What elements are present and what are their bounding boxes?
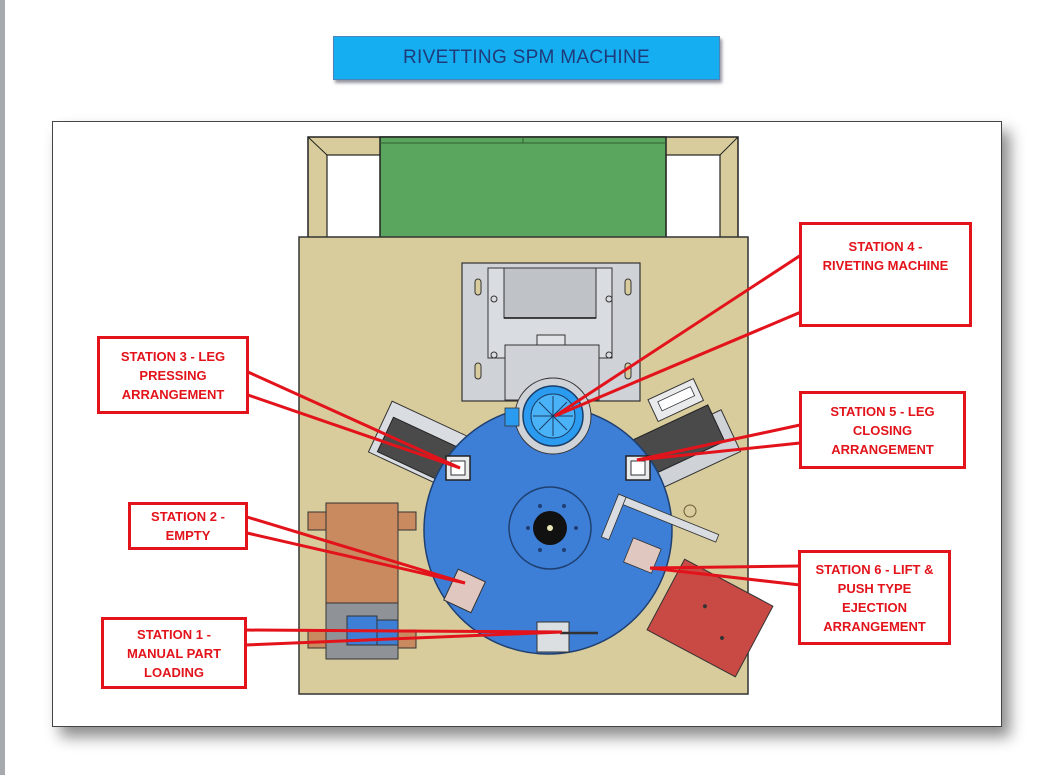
leader-station-4-b	[554, 310, 802, 418]
leader-station-2-b	[246, 531, 466, 585]
guard-opening-right	[665, 154, 721, 239]
callout-station-4-line-2: RIVETING MACHINE	[822, 258, 949, 273]
guard-opening-left	[326, 154, 382, 239]
callout-station-1-line-2: MANUAL PART	[126, 645, 222, 661]
left-window-edge	[0, 0, 5, 775]
riveting-motor	[504, 377, 592, 455]
callout-station-3-line-2: PRESSING	[139, 367, 207, 383]
leader-station-3-a	[247, 370, 461, 470]
callout-leader-lines	[244, 253, 802, 647]
leader-station-1-a	[244, 628, 563, 634]
callout-station-5-line-1: STATION 5 - LEG	[830, 403, 935, 419]
station-6-ejector	[600, 493, 720, 574]
callout-station-2-line-2: EMPTY	[165, 528, 211, 543]
hub-bolts	[526, 504, 578, 552]
leader-station-6-b	[649, 566, 801, 587]
leader-station-4-a	[554, 253, 802, 418]
callout-station-5-line-3: ARRANGEMENT	[831, 441, 934, 457]
callout-station-6-line-4: ARRANGEMENT	[823, 618, 926, 634]
station-1-fixture	[536, 621, 598, 653]
leader-station-1-b	[244, 630, 563, 647]
callout-station-1-line-1: STATION 1 -	[137, 626, 211, 642]
base-plate-hole	[683, 504, 697, 518]
callout-station-4-line-1: STATION 4 -	[848, 239, 923, 254]
turntable-hub-ring	[508, 486, 592, 570]
callout-station-2: STATION 2 - EMPTY	[128, 502, 248, 550]
callout-station-1: STATION 1 - MANUAL PART LOADING	[101, 617, 247, 689]
callout-station-1-line-3: LOADING	[144, 664, 204, 680]
leader-station-2-a	[246, 515, 466, 585]
green-guard-panel	[379, 136, 667, 239]
callout-station-2-line-1: STATION 2 -	[151, 509, 225, 524]
diagram-title: RIVETTING SPM MACHINE	[333, 36, 720, 80]
callout-station-5: STATION 5 - LEG CLOSING ARRANGEMENT	[799, 391, 966, 469]
callout-station-4: STATION 4 - RIVETING MACHINE	[799, 222, 972, 327]
callout-station-6-line-3: EJECTION	[841, 599, 907, 615]
callout-station-6-line-2: PUSH TYPE	[837, 580, 912, 596]
callout-station-6-line-1: STATION 6 - LIFT &	[815, 561, 934, 577]
callout-station-5-line-2: CLOSING	[852, 422, 913, 438]
rear-guard-frame	[307, 136, 739, 239]
callout-station-3: STATION 3 - LEG PRESSING ARRANGEMENT	[97, 336, 249, 414]
callout-station-6: STATION 6 - LIFT & PUSH TYPE EJECTION AR…	[798, 550, 951, 645]
leader-station-3-b	[247, 393, 461, 470]
ejection-chute	[646, 558, 774, 678]
leader-station-5-b	[636, 441, 801, 462]
leader-station-5-a	[636, 423, 801, 462]
callout-station-3-line-1: STATION 3 - LEG	[120, 348, 226, 364]
callout-station-3-line-3: ARRANGEMENT	[121, 386, 225, 402]
leader-station-6-a	[649, 564, 801, 570]
